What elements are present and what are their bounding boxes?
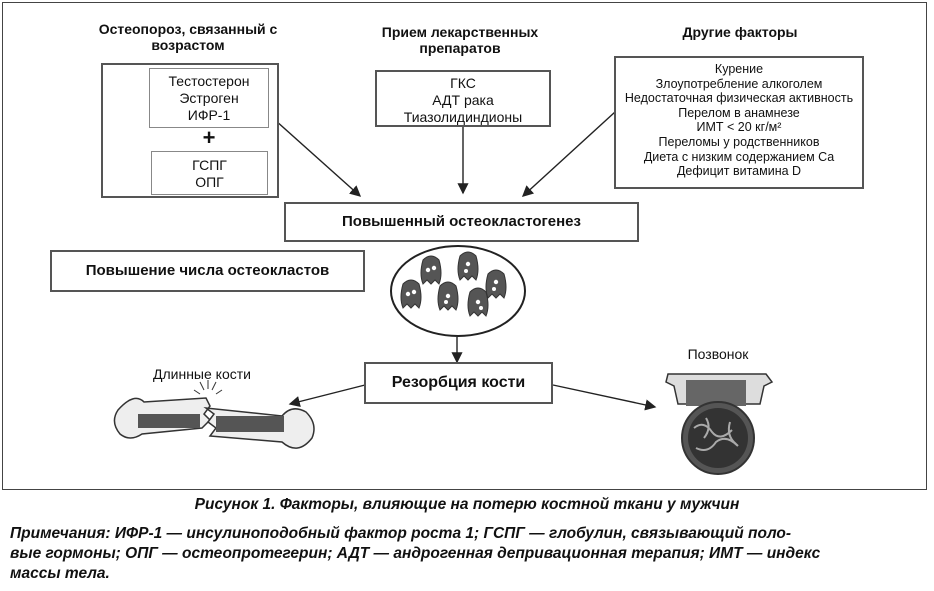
long-bone-fracture-illustration <box>113 380 315 449</box>
vertebra-illustration <box>665 373 774 475</box>
notes-line-2: вые гормоны; ОПГ — остеопротегерин; АДТ … <box>10 545 821 562</box>
long-bones-label: Длинные кости <box>153 366 251 382</box>
factor-family-fractures: Переломы у родственников <box>658 134 820 149</box>
decreased-hormones-box: Тестостерон Эстроген ИФР-1 <box>149 68 269 128</box>
arrow-left-to-osteoclastogenesis <box>274 119 362 197</box>
plus-sign: + <box>202 125 216 150</box>
arrow-factors-to-osteoclastogenesis <box>521 111 616 197</box>
figure-caption: Рисунок 1. Факторы, влияющие на потерю к… <box>194 496 740 513</box>
other-factors-box: Курение Злоупотребление алкоголем Недост… <box>614 56 864 189</box>
factor-fracture-history: Перелом в анамнезе <box>678 105 800 120</box>
drugs-box: ГКС АДТ рака Тиазолидиндионы <box>375 70 551 127</box>
osteoclasts-illustration <box>390 245 526 337</box>
header-drugs: Прием лекарственных препаратов <box>381 24 539 56</box>
notes-line-3: массы тела. <box>10 565 110 582</box>
notes-line-1: Примечания: ИФР-1 — инсулиноподобный фак… <box>10 525 792 542</box>
header-age-osteoporosis: Остеопороз, связанный с возрастом <box>98 21 278 53</box>
item-testosterone: Тестостерон <box>168 73 250 89</box>
vertebra-label: Позвонок <box>687 346 749 362</box>
factor-low-ca-diet: Диета с низким содержанием Ca <box>643 149 835 164</box>
bone-resorption-box: Резорбция кости <box>364 362 553 404</box>
drug-tzd: Тиазолидиндионы <box>403 109 523 125</box>
factor-alcohol: Злоупотребление алкоголем <box>655 76 823 91</box>
figure-notes: Примечания: ИФР-1 — инсулиноподобный фак… <box>10 524 930 584</box>
header-other-factors: Другие факторы <box>682 24 798 40</box>
osteoclast-increase-box: Повышение числа остеокластов <box>50 250 365 292</box>
factor-bmi: ИМТ < 20 кг/м² <box>696 120 782 135</box>
figure-frame <box>2 2 927 490</box>
drug-gcs: ГКС <box>450 75 476 91</box>
arrow-resorption-to-long-bones <box>288 384 366 408</box>
increased-factors-box: ГСПГ ОПГ <box>151 151 268 195</box>
factor-smoking: Курение <box>714 62 764 76</box>
factor-vitamin-d: Дефицит витамина D <box>676 164 802 179</box>
osteoclastogenesis-box: Повышенный остеокластогенез <box>284 202 639 242</box>
item-estrogen: Эстроген <box>179 90 239 106</box>
factor-inactivity: Недостаточная физическая активность <box>624 91 854 106</box>
arrow-resorption-to-vertebra <box>552 384 657 411</box>
drug-adt: АДТ рака <box>432 92 494 108</box>
item-shbg: ГСПГ <box>192 157 227 173</box>
item-opg: ОПГ <box>195 174 224 190</box>
item-igf1: ИФР-1 <box>187 107 231 123</box>
